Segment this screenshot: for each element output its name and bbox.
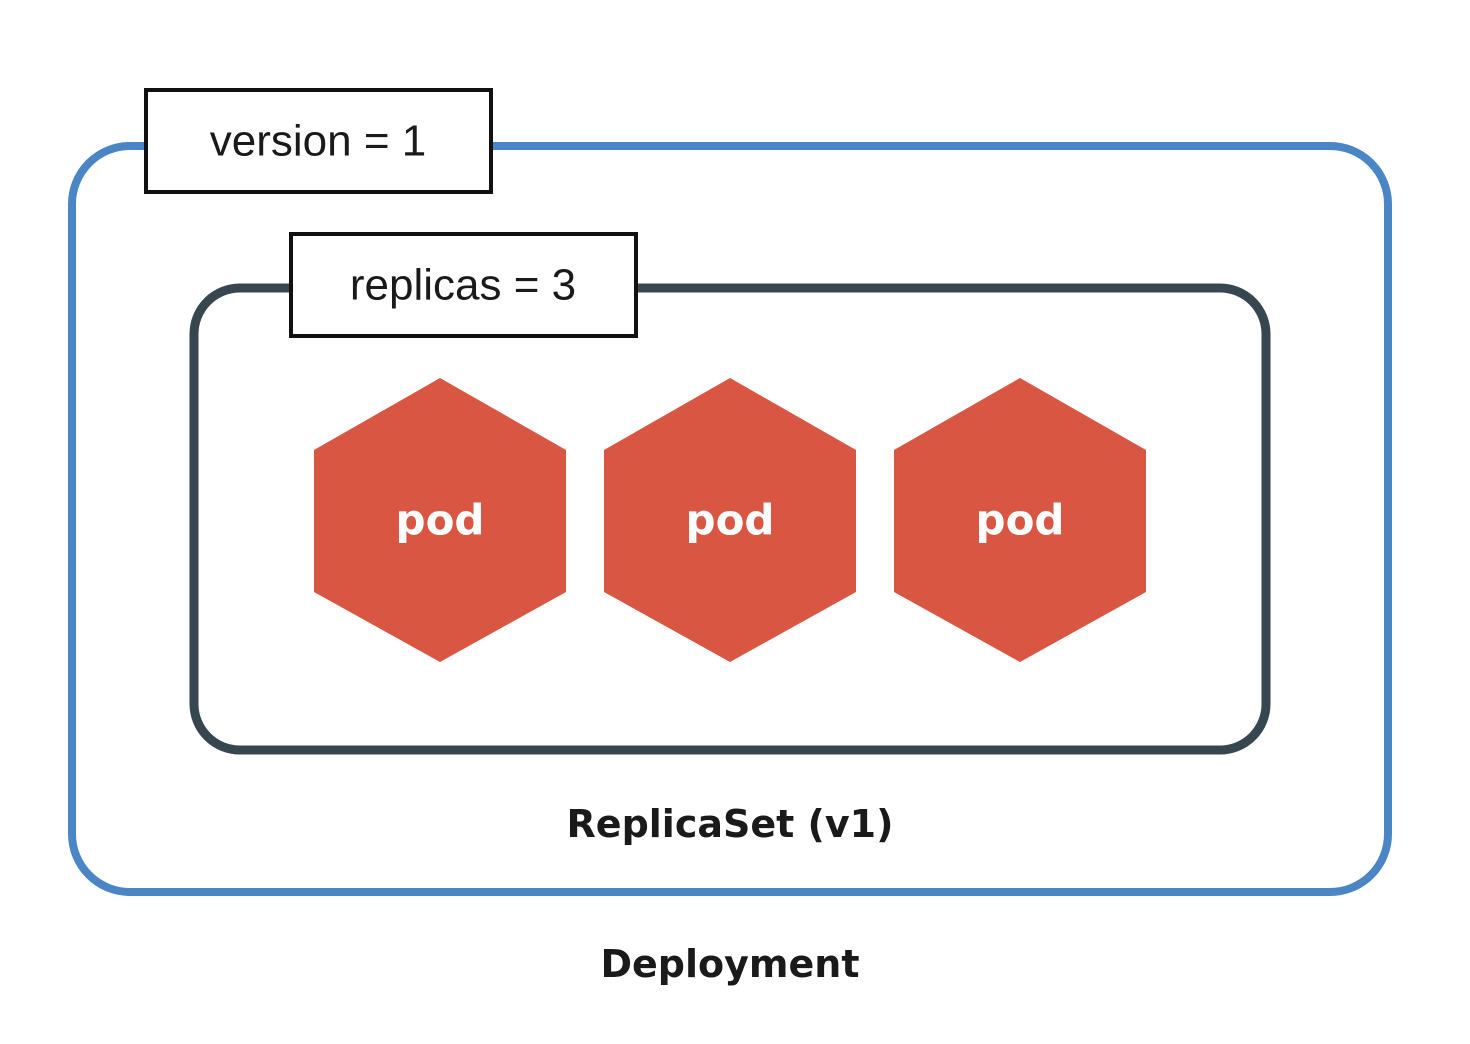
pod-label: pod: [686, 496, 775, 545]
pod-hexagon: [894, 378, 1146, 662]
replicas-tag: replicas = 3: [289, 232, 638, 338]
pod-3: pod: [894, 378, 1146, 662]
replicaset-container: [189, 283, 1271, 755]
pod-hexagon: [604, 378, 856, 662]
pod-2: pod: [604, 378, 856, 662]
pod-label: pod: [976, 496, 1065, 545]
version-tag: version = 1: [144, 88, 493, 194]
deployment-caption: Deployment: [600, 942, 859, 986]
version-tag-box: [144, 88, 493, 194]
deployment-container: [68, 142, 1392, 896]
replicas-tag-label: replicas = 3: [350, 261, 576, 310]
pod-1: pod: [314, 378, 566, 662]
version-tag-label: version = 1: [210, 117, 426, 166]
pod-label: pod: [396, 496, 485, 545]
pod-hexagon: [314, 378, 566, 662]
replicas-tag-box: [289, 232, 638, 338]
replicaset-caption: ReplicaSet (v1): [567, 802, 894, 846]
